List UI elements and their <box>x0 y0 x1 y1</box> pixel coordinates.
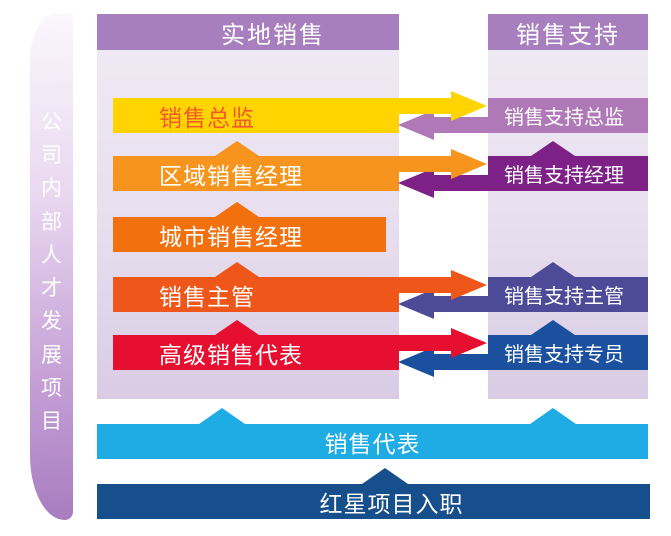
return-arrow-icon <box>398 168 488 198</box>
bar-sales-support-specialist: 销售支持专员 <box>488 335 648 370</box>
ribbon-char: 发 <box>41 309 62 334</box>
ribbon-char: 司 <box>41 143 62 168</box>
up-arrow-icon <box>215 262 259 277</box>
bar-redstar-onboarding: 红星项目入职 <box>97 484 650 519</box>
up-arrow-icon <box>531 141 575 156</box>
bar-sales-director: 销售总监 <box>113 98 399 133</box>
ribbon-char: 展 <box>41 342 62 367</box>
field-sales-header: 实地销售 <box>97 14 399 50</box>
up-arrow-icon <box>215 320 259 335</box>
forward-arrow-icon <box>399 270 487 300</box>
bar-label: 城市销售经理 <box>159 224 303 251</box>
bar-sales-support-director: 销售支持总监 <box>488 98 648 133</box>
bar-label: 销售总监 <box>159 105 255 132</box>
up-arrow-icon <box>531 320 575 335</box>
bar-label: 销售支持经理 <box>504 163 624 187</box>
return-arrow-icon <box>398 347 488 377</box>
ribbon-char: 人 <box>41 242 62 267</box>
up-arrow-icon <box>362 468 408 484</box>
bar-senior-sales-rep: 高级销售代表 <box>113 335 399 370</box>
bar-label: 销售支持主管 <box>504 284 624 308</box>
bar-sales-support-manager: 销售支持经理 <box>488 156 648 191</box>
forward-arrow-icon <box>399 149 487 179</box>
bar-sales-representative: 销售代表 <box>97 424 648 459</box>
ribbon-char: 部 <box>41 209 62 234</box>
sales-support-header-label: 销售支持 <box>516 20 620 49</box>
forward-arrow-icon <box>399 328 487 358</box>
field-sales-header-label: 实地销售 <box>221 20 325 49</box>
up-arrow-icon <box>530 408 576 424</box>
ribbon-char: 才 <box>41 276 62 301</box>
return-arrow-icon <box>398 110 488 140</box>
bar-label: 高级销售代表 <box>159 342 303 369</box>
bar-city-sales-manager: 城市销售经理 <box>113 217 386 252</box>
bar-regional-sales-manager: 区域销售经理 <box>113 156 399 191</box>
ribbon-char: 目 <box>41 408 62 433</box>
up-arrow-icon <box>199 408 245 424</box>
ribbon-char: 项 <box>41 375 62 400</box>
up-arrow-icon <box>215 202 259 217</box>
ribbon-char: 公 <box>41 110 62 134</box>
up-arrow-icon <box>215 141 259 156</box>
bar-label: 区域销售经理 <box>159 163 303 190</box>
project-title-ribbon: 公 司 内 部 人 才 发 展 项 目 <box>30 14 73 520</box>
bar-label: 销售支持总监 <box>504 105 624 129</box>
up-arrow-icon <box>531 262 575 277</box>
bar-sales-support-supervisor: 销售支持主管 <box>488 277 648 312</box>
return-arrow-icon <box>398 289 488 319</box>
bar-sales-supervisor: 销售主管 <box>113 277 399 312</box>
forward-arrow-icon <box>399 91 487 121</box>
sales-support-header: 销售支持 <box>488 14 648 50</box>
bar-label: 销售代表 <box>324 431 421 458</box>
bar-label: 红星项目入职 <box>319 491 464 518</box>
ribbon-char: 内 <box>41 176 62 201</box>
bar-label: 销售主管 <box>159 284 255 311</box>
bar-label: 销售支持专员 <box>504 342 624 366</box>
